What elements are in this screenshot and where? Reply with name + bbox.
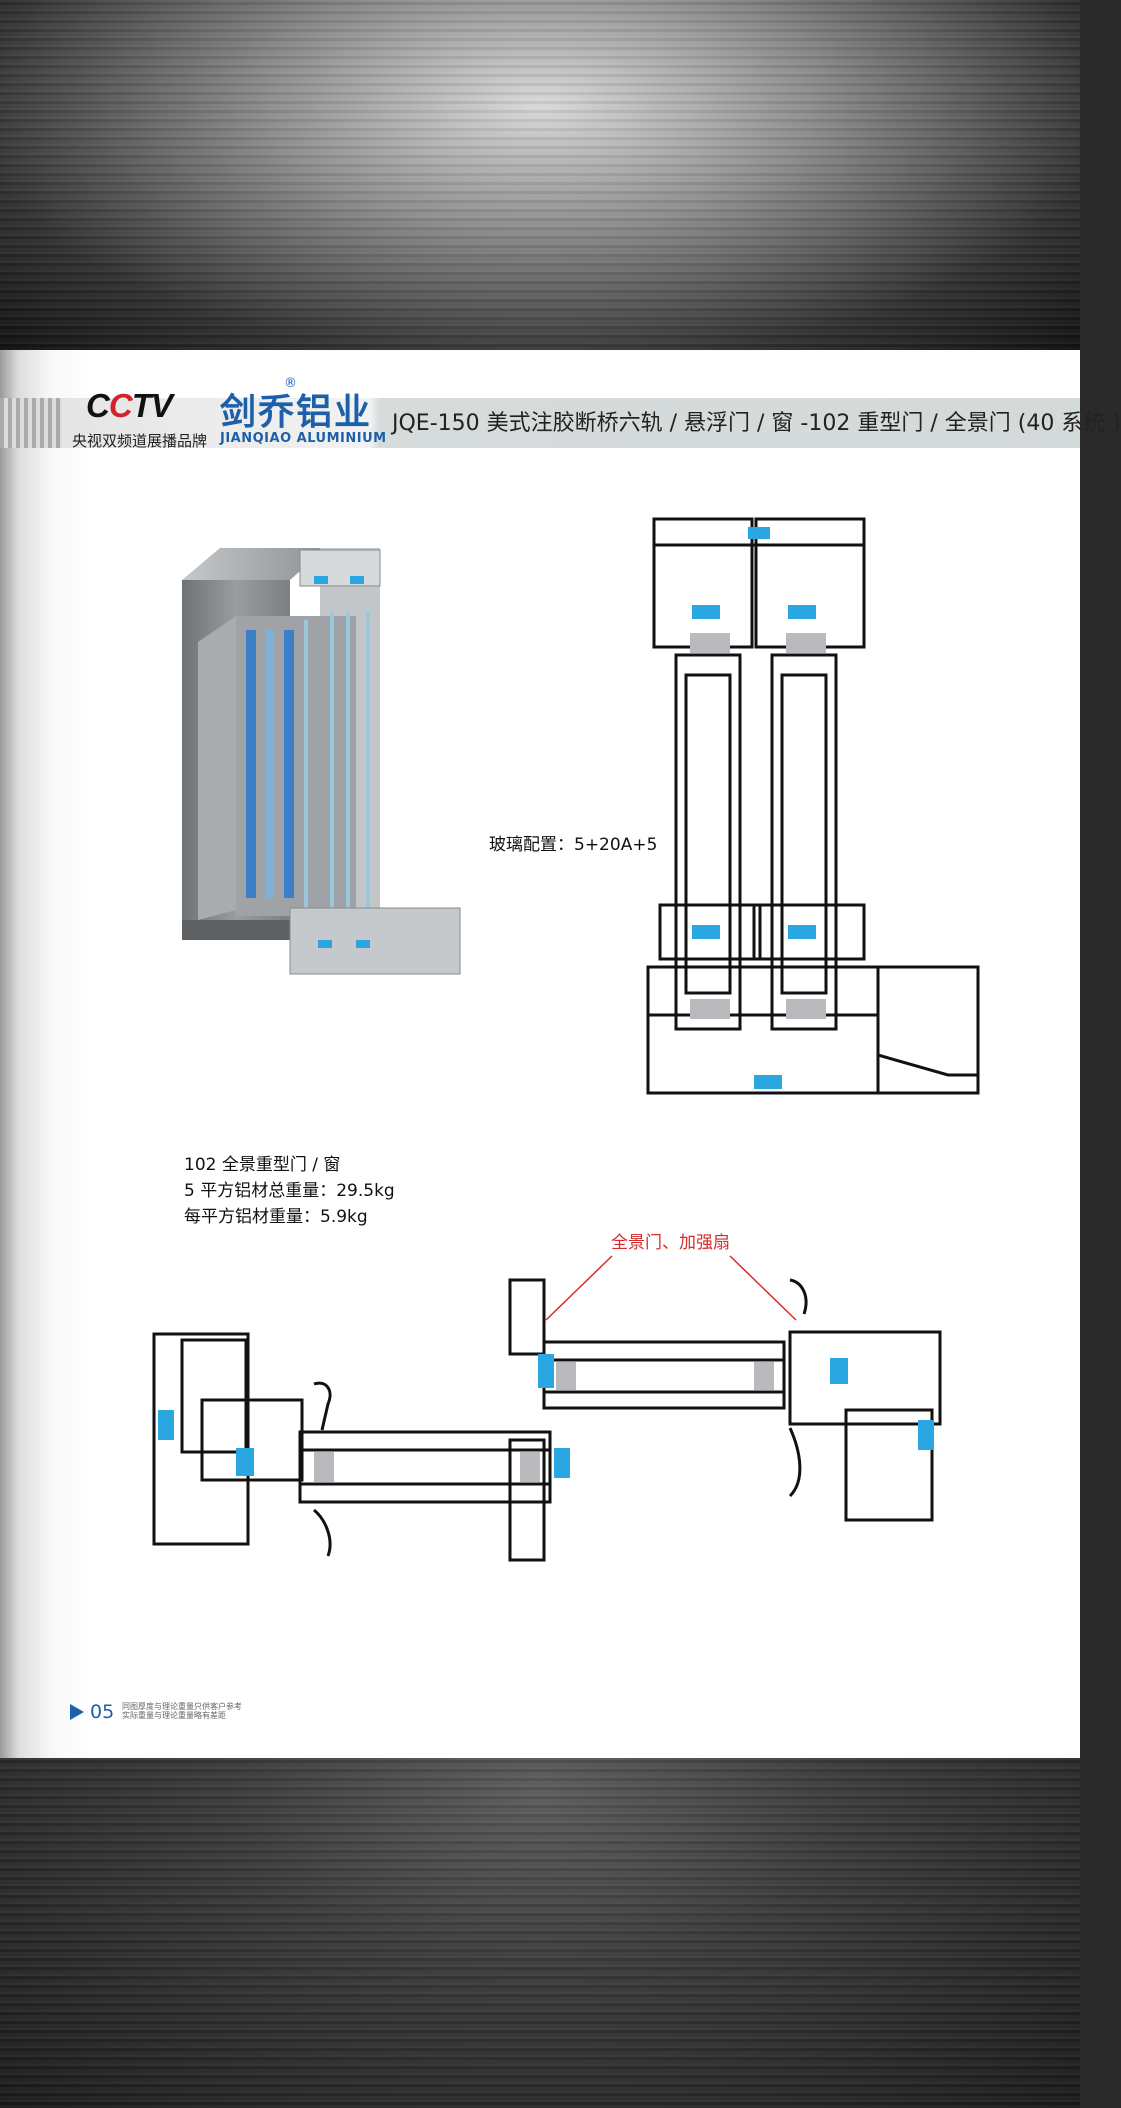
center-mullion-top (508, 1278, 546, 1356)
catalog-page: CCTV 央视双频道展播品牌 剑乔铝业 ® JIANQIAO ALUMINIUM… (0, 350, 1121, 1758)
brand-name-en: JIANQIAO ALUMINIUM (220, 431, 387, 446)
spec-line-2: 5 平方铝材总重量：29.5kg (184, 1181, 395, 1201)
footer-note-line-2: 实际重量与理论重量略有差距 (122, 1711, 226, 1720)
spec-line-3: 每平方铝材重量：5.9kg (184, 1207, 368, 1227)
page-arrow-icon (70, 1704, 84, 1720)
right-frame (788, 1330, 942, 1426)
glass-panes (246, 612, 370, 910)
bottom-profile-detail (289, 907, 461, 975)
header-stripes (0, 398, 62, 448)
footer-note-line-1: 同图厚度与理论重量只供客户参考 (122, 1702, 242, 1711)
top-right-profile (754, 517, 866, 649)
frame-bottom-face (182, 920, 290, 940)
left-frame (152, 1332, 250, 1546)
cctv-logo-text: CCTV (86, 387, 173, 424)
right-sash (770, 653, 838, 1031)
registered-mark: ® (284, 376, 297, 391)
left-sash-glass (298, 1430, 552, 1504)
center-mullion-bottom (508, 1438, 546, 1562)
left-sash (674, 653, 742, 1031)
bottom-track (876, 965, 980, 1095)
profile-3d-render (182, 548, 461, 975)
vertical-section-drawing (646, 517, 980, 1095)
brand-name-cn: 剑乔铝业 (220, 392, 373, 433)
annotation-leaders (545, 1255, 797, 1321)
glass-config-label: 玻璃配置：5+20A+5 (489, 835, 658, 855)
top-left-profile (652, 517, 754, 649)
cctv-subtitle: 央视双频道展播品牌 (72, 432, 208, 450)
right-sash-glass (542, 1340, 786, 1410)
footer-note: 同图厚度与理论重量只供客户参考 实际重量与理论重量略有差距 (122, 1702, 242, 1720)
spec-line-1: 102 全景重型门 / 窗 (184, 1155, 341, 1175)
metal-background-bottom (0, 1758, 1080, 2108)
cctv-logo: CCTV (86, 387, 173, 425)
page-title: JQE-150 美式注胶断桥六轨 / 悬浮门 / 窗 -102 重型门 / 全景… (392, 411, 1121, 436)
annotation-label: 全景门、加强扇 (611, 1233, 730, 1253)
header-band (0, 398, 1080, 448)
top-profile-detail (299, 549, 381, 587)
page-number: 05 (90, 1701, 115, 1723)
horizontal-section-drawing (152, 1278, 942, 1562)
frame-inner-face (198, 616, 236, 920)
frame-top-face (182, 548, 326, 580)
metal-background-top (0, 0, 1080, 350)
